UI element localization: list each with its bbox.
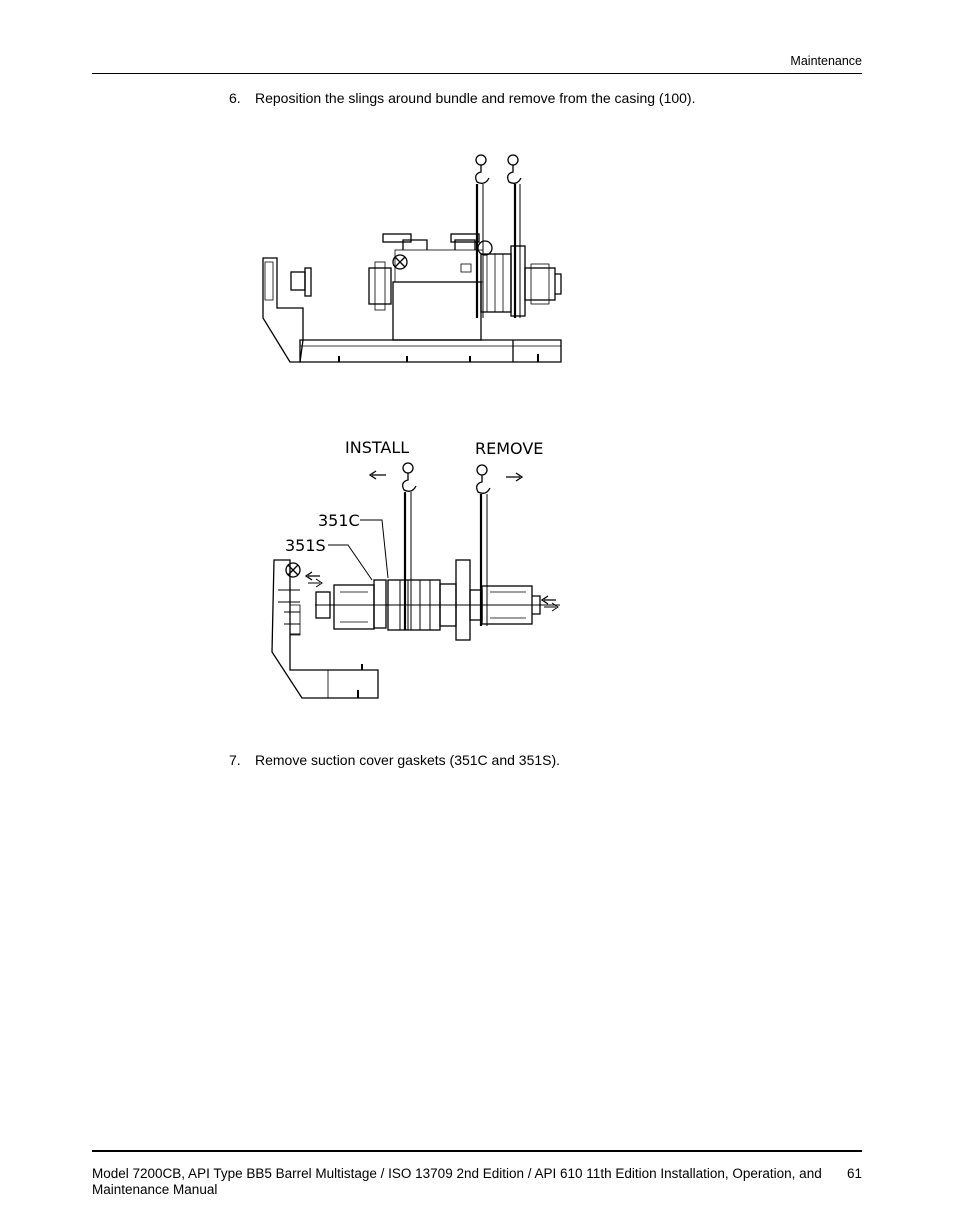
bundle-removal-diagram: INSTALL REMOVE 351C 351S — [271, 438, 560, 699]
sling-right — [507, 154, 522, 318]
step-number: 6. — [229, 90, 241, 106]
driver-bracket — [271, 559, 379, 699]
callout-351c: 351C — [318, 511, 360, 530]
install-label: INSTALL — [345, 438, 409, 457]
thrust-bearing-housing — [524, 267, 556, 301]
step-text: Remove suction cover gaskets (351C and 3… — [255, 752, 561, 768]
valve-wheel-left — [392, 254, 408, 270]
install-arrow-icon — [368, 470, 386, 480]
remove-side-arrow-icon — [540, 595, 556, 605]
end-cover — [480, 253, 512, 313]
remove-arrow-icon — [506, 472, 524, 482]
callout-351s: 351S — [285, 536, 326, 555]
barrel-casing — [392, 281, 482, 341]
header-rule — [92, 73, 862, 74]
header-section-title: Maintenance — [790, 54, 862, 68]
page-number: 61 — [846, 1166, 862, 1181]
install-side-arrow-icon — [304, 571, 320, 581]
sling-left — [475, 154, 490, 318]
step-text: Reposition the slings around bundle and … — [255, 90, 696, 106]
step-number: 7. — [229, 752, 241, 768]
discharge-flange — [382, 233, 412, 243]
bearing-housing-left — [333, 584, 375, 630]
footer-rule — [92, 1150, 862, 1152]
footer-manual-title: Model 7200CB, API Type BB5 Barrel Multis… — [92, 1166, 822, 1197]
step-6: 6. Reposition the slings around bundle an… — [229, 90, 695, 106]
valve-wheel-right — [477, 240, 493, 256]
valve-wheel — [285, 562, 301, 578]
remove-label: REMOVE — [475, 439, 543, 458]
suction-cover — [455, 559, 471, 641]
pump-bundle-lift-diagram — [262, 154, 562, 363]
suction-flange — [450, 233, 480, 243]
driver-bracket — [262, 257, 304, 363]
sling-left — [402, 462, 417, 630]
step-7: 7. Remove suction cover gaskets (351C and… — [229, 752, 560, 768]
sling-right — [476, 464, 491, 626]
